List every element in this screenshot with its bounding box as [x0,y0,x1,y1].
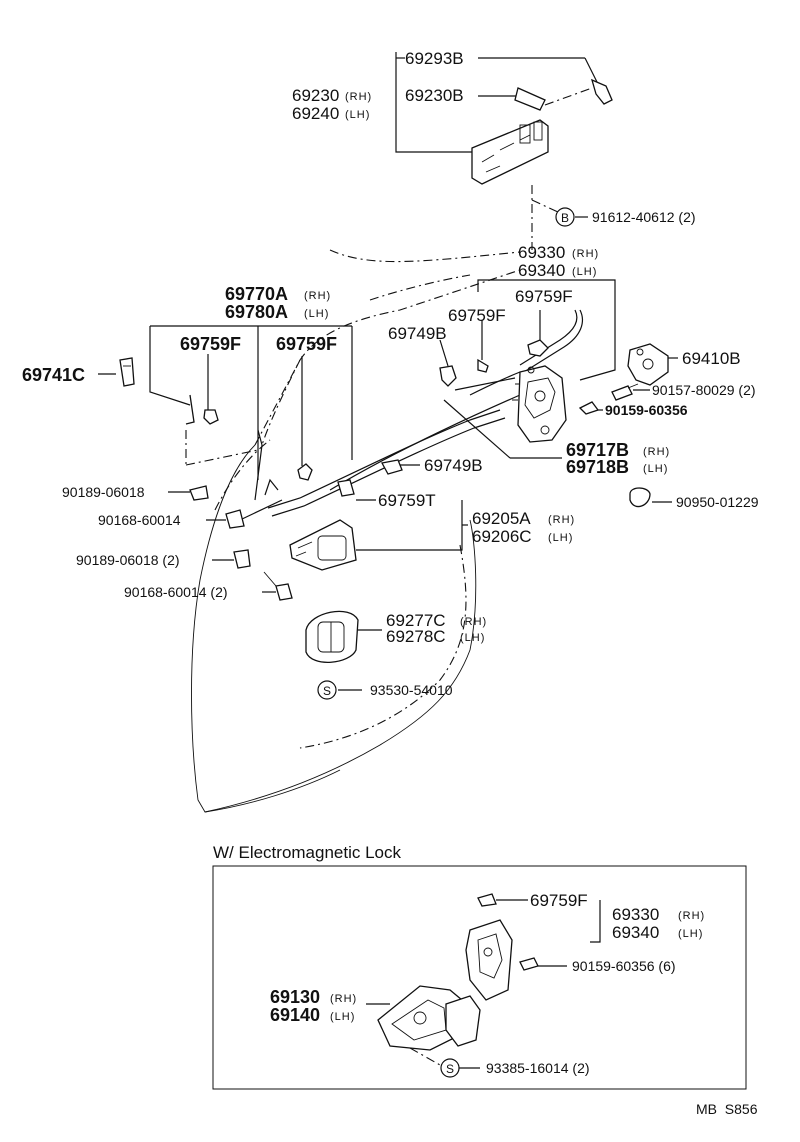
label-69759F: 69759F [515,287,573,306]
suffix-rh: (RH) [548,514,575,526]
label-90159: 90159-60356 [605,402,688,418]
label-90157: 90157-80029 (2) [652,382,756,398]
label-69749B: 69749B [388,324,447,343]
label-90950: 90950-01229 [676,494,759,510]
suffix-lh: (LH) [304,308,329,320]
label-69770A: 69770A [225,284,288,304]
door-lock-main [512,365,567,443]
marker-s [440,1058,460,1078]
label-69759F: 69759F [530,891,588,910]
label-69340: 69340 [518,261,565,280]
label-69140: 69140 [270,1005,320,1025]
linkage-rod [239,429,283,521]
label-90168: 90168-60014 [98,512,181,528]
suffix-lh: (LH) [643,463,668,475]
handle-bezel-69277C [305,610,359,664]
label-69718B: 69718B [566,457,629,477]
suffix-rh: (RH) [460,616,487,628]
label-69749B: 69749B [424,456,483,475]
inside-handle-assembly [395,52,613,250]
label-69717B: 69717B [566,440,629,460]
screws [189,383,651,601]
marker-b [555,207,575,227]
inset-frame [212,865,747,1090]
label-69130: 69130 [270,987,320,1007]
suffix-lh: (LH) [345,109,370,121]
label-90189: 90189-06018 [62,484,145,500]
suffix-lh: (LH) [548,532,573,544]
label-90189: 90189-06018 (2) [76,552,180,568]
label-93385: 93385-16014 (2) [486,1060,590,1076]
suffix-lh: (LH) [678,928,703,940]
label-69277C: 69277C [386,611,446,630]
door-outline [191,269,521,813]
label-90159: 90159-60356 (6) [572,958,676,974]
suffix-rh: (RH) [330,993,357,1005]
label-69759F: 69759F [276,334,337,354]
label-69293B: 69293B [405,49,464,68]
marker-b-text: B [561,211,569,225]
label-69759F: 69759F [448,306,506,325]
label-69330: 69330 [518,243,565,262]
suffix-rh: (RH) [572,248,599,260]
label-69759F: 69759F [180,334,241,354]
label-69340: 69340 [612,923,659,942]
suffix-rh: (RH) [643,446,670,458]
suffix-rh: (RH) [304,290,331,302]
label-91612: 91612-40612 (2) [592,209,696,225]
electromagnetic-lock-assembly [366,893,601,1069]
label-69205A: 69205A [472,509,531,528]
clip-69759F-parts [119,339,549,497]
marker-s [317,680,337,700]
label-90168: 90168-60014 (2) [124,584,228,600]
striker-69410B [627,343,669,386]
suffix-rh: (RH) [678,910,705,922]
label-69206C: 69206C [472,527,532,546]
label-69759T: 69759T [378,491,436,510]
labels: 69293B 69230 (RH) 69240 (LH) 69230B B 91… [22,49,759,1117]
label-69780A: 69780A [225,302,288,322]
label-69240: 69240 [292,104,339,123]
suffix-lh: (LH) [460,632,485,644]
label-69410B: 69410B [682,349,741,368]
label-93530: 93530-54010 [370,682,453,698]
label-69330: 69330 [612,905,659,924]
suffix-lh: (LH) [572,266,597,278]
label-69230B: 69230B [405,86,464,105]
label-69230: 69230 [292,86,339,105]
label-69741C: 69741C [22,365,85,385]
leader-lines [98,216,678,749]
suffix-lh: (LH) [330,1011,355,1023]
inset-title: W/ Electromagnetic Lock [213,843,402,862]
marker-s-text: S [446,1062,454,1076]
inside-handle-69205A [289,519,357,571]
marker-s-text: S [323,684,331,698]
label-69278C: 69278C [386,627,446,646]
figure-code: MB S856 [696,1101,758,1117]
suffix-rh: (RH) [345,91,372,103]
